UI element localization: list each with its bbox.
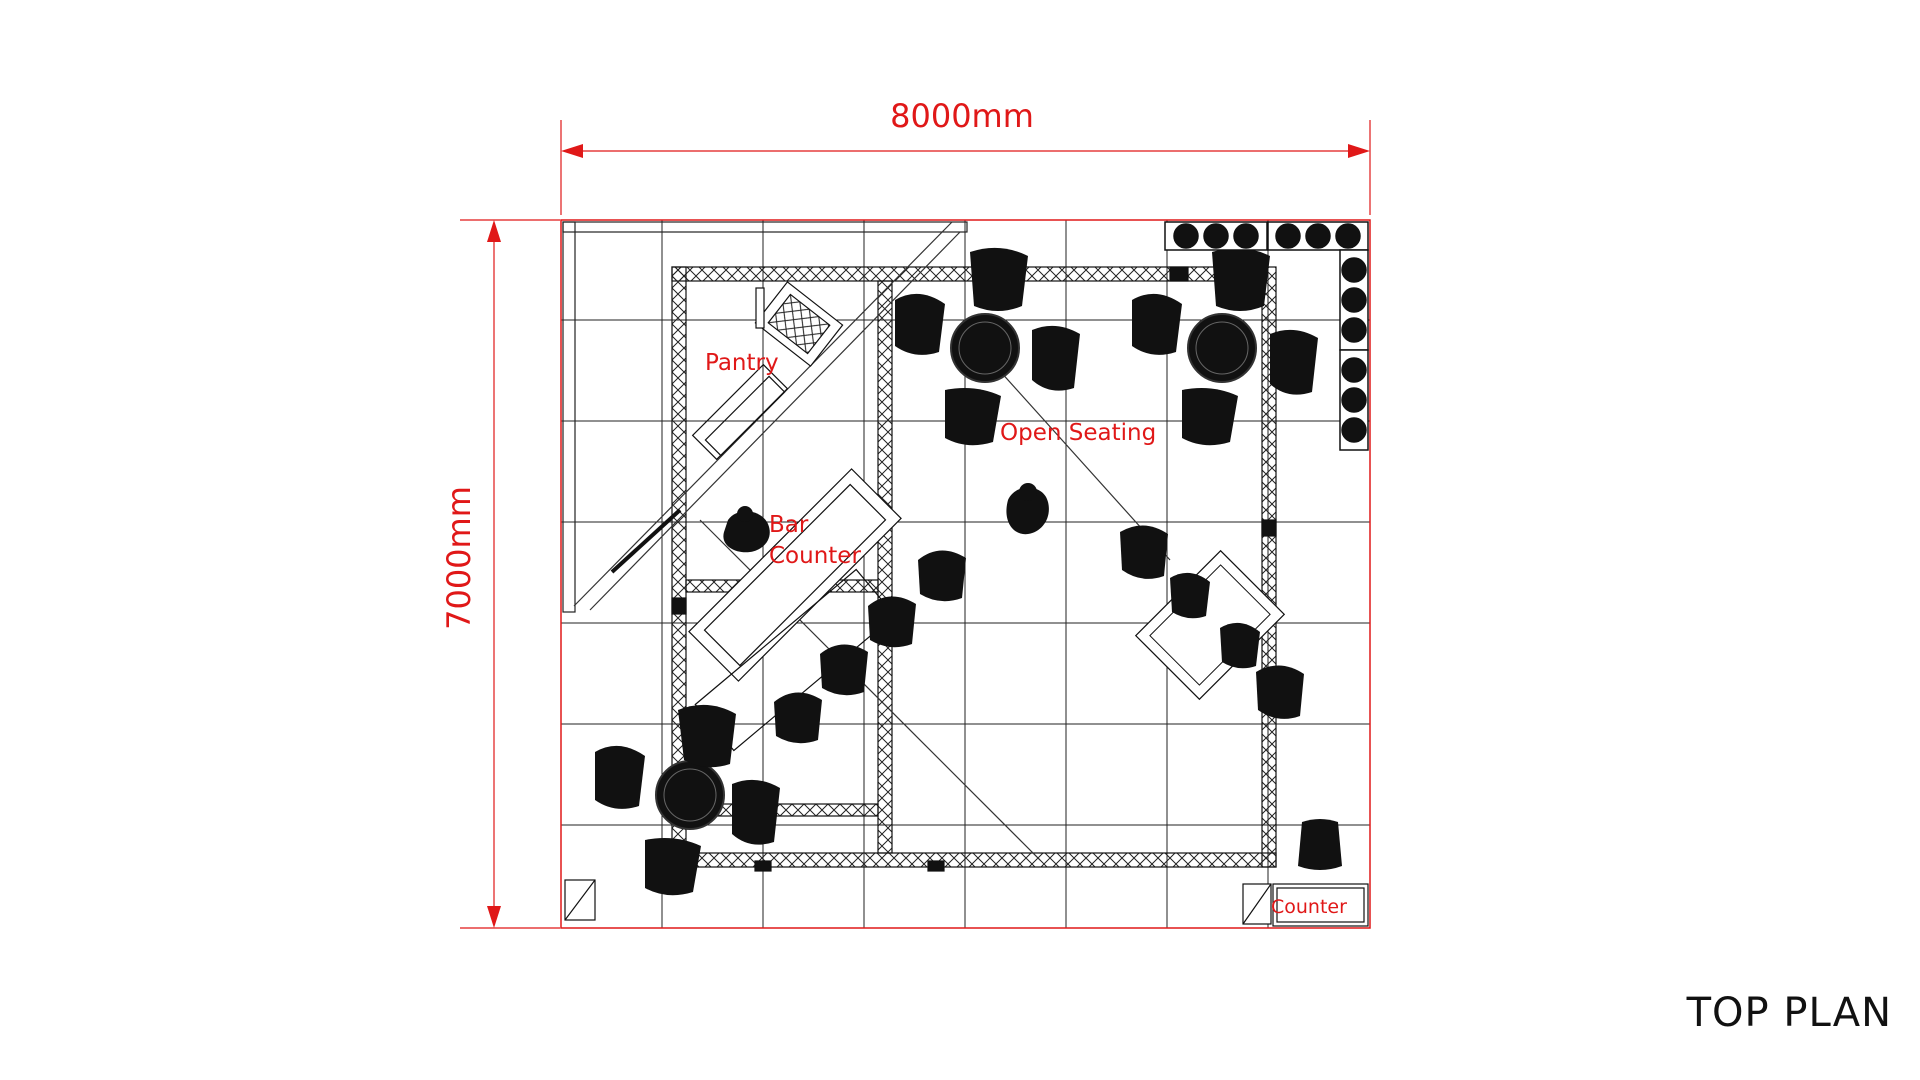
dimension-height-label: 7000mm [440,486,478,630]
plan-title: TOP PLAN [1686,990,1892,1036]
open-seating-label: Open Seating [1000,420,1156,446]
back-wall [562,221,968,613]
bar-stools [774,550,966,744]
center-person [1006,483,1049,535]
pantry-label: Pantry [705,350,779,376]
booth-outline [560,219,1371,929]
bar-counter [610,468,902,752]
pantry [691,281,844,461]
meeting-table [1120,525,1304,719]
dimension-width-label: 8000mm [890,97,1034,135]
counter [1272,883,1369,927]
corner-boxes [564,879,1272,925]
lounge-chairs [595,247,1318,896]
bar-counter-label-line1: Bar [769,512,809,538]
waste-bin [1298,819,1342,870]
bar-counter-person [723,506,770,553]
stacked-stools [1164,221,1369,451]
dimension-height [460,219,560,929]
counter-label: Counter [1271,896,1347,918]
open-seating-tables [655,313,1257,830]
dimension-width [560,120,1371,215]
bar-counter-label-line2: Counter [769,543,861,569]
